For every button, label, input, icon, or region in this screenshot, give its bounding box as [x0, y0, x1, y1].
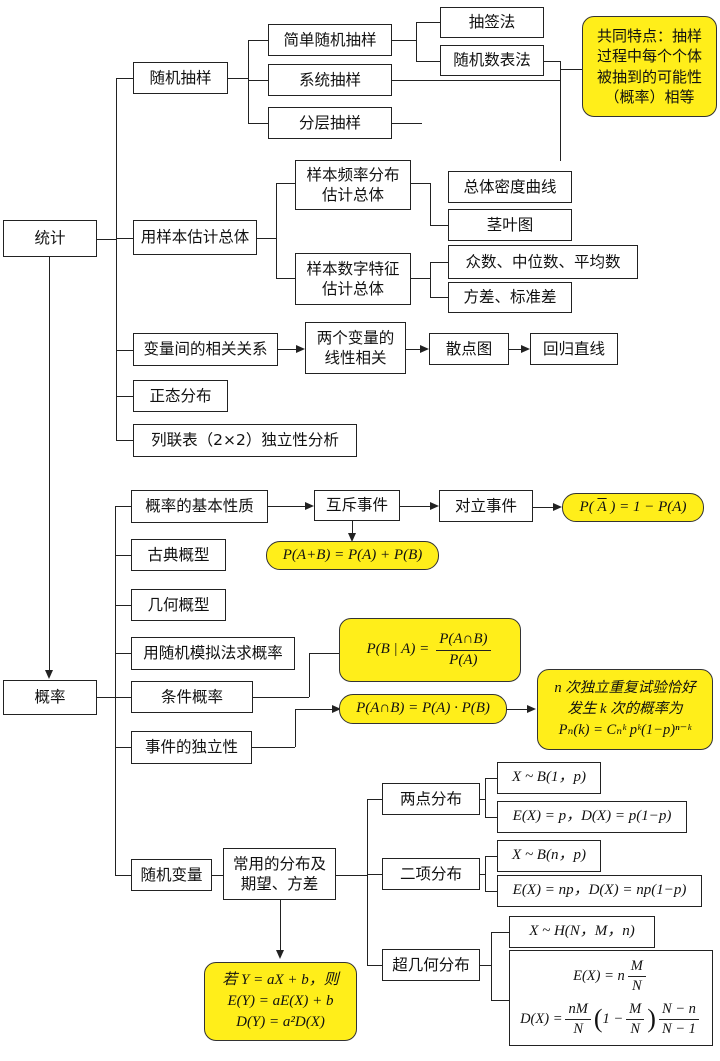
- formula-binomial-expectation: E(X) = np，D(X) = np(1−p): [497, 875, 702, 907]
- node-common-distributions-line-2: 期望、方差: [240, 875, 319, 893]
- node-numeric-features-line-1: 样本数字特征: [306, 259, 400, 278]
- formula-hypergeometric-d-mid: 1 −: [602, 1010, 624, 1027]
- formula-hypergeometric-expectation: E(X) = n M N: [573, 957, 649, 996]
- formula-hypergeometric-d-frac2: M N: [626, 1000, 645, 1039]
- node-stratified-sampling: 分层抽样: [268, 107, 392, 139]
- formula-two-point-definition: X ~ B(1，p): [497, 762, 601, 794]
- note-bernoulli-line-1: n 次独立重复试验恰好: [554, 679, 696, 696]
- node-contingency-table: 列联表（2×2）独立性分析: [133, 424, 357, 457]
- node-complementary-event: 对立事件: [439, 490, 533, 522]
- formula-hypergeometric-d-frac1-num: nM: [565, 1000, 591, 1020]
- formula-hypergeometric-definition: X ~ H(N，M，n): [509, 916, 655, 948]
- node-numeric-features-line-2: 估计总体: [321, 280, 384, 298]
- formula-binomial-definition: X ~ B(n，p): [497, 840, 601, 872]
- node-variance-std: 方差、标准差: [448, 282, 572, 313]
- node-conditional-probability: 条件概率: [131, 681, 253, 713]
- note-linear-transform-line-2: E(Y) = aE(X) + b: [227, 993, 334, 1009]
- node-basic-properties: 概率的基本性质: [131, 490, 268, 523]
- formula-hypergeometric-d-frac2-den: N: [630, 1020, 641, 1037]
- formula-hypergeometric-d-frac1-den: N: [573, 1020, 583, 1037]
- node-linear-correlation-line-1: 两个变量的: [316, 328, 395, 347]
- note-linear-transform: 若 Y = aX + b，则 E(Y) = aE(X) + b D(Y) = a…: [204, 962, 357, 1041]
- node-variable-correlation: 变量间的相关关系: [133, 333, 278, 366]
- formula-conditional: P(B | A) = P(A∩B) P(A): [339, 618, 521, 682]
- formula-conditional-lhs: P(B | A) =: [366, 641, 430, 658]
- formula-complement: P( A ) = 1 − P(A): [562, 493, 704, 522]
- node-classical-probability: 古典概型: [131, 539, 226, 571]
- formula-hypergeometric-d-frac3-num: N − n: [658, 1000, 699, 1020]
- node-regression-line: 回归直线: [530, 333, 618, 365]
- formula-complement-overbar: A: [597, 498, 607, 515]
- node-simulation-method: 用随机模拟法求概率: [131, 637, 295, 670]
- note-common-feature-line-3: 被抽到的可能性: [596, 67, 702, 86]
- node-frequency-distribution-line-1: 样本频率分布: [306, 165, 400, 184]
- note-bernoulli-line-3: Pₙ(k) = Cₙᵏ pᵏ(1−p)ⁿ⁻ᵏ: [558, 722, 692, 738]
- node-stem-leaf-plot: 茎叶图: [448, 209, 572, 241]
- formula-hypergeometric-d-frac1: nM N: [565, 1000, 591, 1039]
- node-random-sampling: 随机抽样: [133, 62, 228, 94]
- node-geometric-probability: 几何概型: [131, 589, 226, 621]
- node-density-curve: 总体密度曲线: [448, 171, 572, 203]
- formula-right-paren: ): [647, 1004, 656, 1034]
- note-common-feature-line-4: （概率）相等: [604, 87, 695, 106]
- formula-hypergeometric-e-num: M: [627, 957, 646, 978]
- formula-conditional-denominator: P(A): [449, 651, 478, 668]
- node-mode-median-mean: 众数、中位数、平均数: [448, 245, 638, 279]
- node-systematic-sampling: 系统抽样: [268, 64, 392, 96]
- formula-hypergeometric-variance: D(X) = nM N ( 1 − M N ) N − n N − 1: [520, 1000, 702, 1039]
- formula-conditional-numerator: P(A∩B): [436, 630, 491, 651]
- formula-hypergeometric-d-frac2-num: M: [626, 1000, 645, 1020]
- node-numeric-features: 样本数字特征 估计总体: [295, 253, 411, 305]
- formula-hypergeometric-e-den: N: [631, 978, 642, 995]
- node-scatter-plot: 散点图: [429, 333, 509, 365]
- node-common-distributions-line-1: 常用的分布及: [232, 854, 326, 873]
- node-normal-distribution: 正态分布: [133, 380, 228, 412]
- node-lottery-method: 抽签法: [440, 7, 544, 38]
- node-mutually-exclusive: 互斥事件: [314, 490, 400, 521]
- node-frequency-distribution: 样本频率分布 估计总体: [295, 160, 411, 210]
- formula-conditional-fraction: P(A∩B) P(A): [436, 630, 491, 670]
- node-random-variable: 随机变量: [131, 859, 212, 891]
- formula-hypergeometric-d-frac3: N − n N − 1: [658, 1000, 699, 1039]
- formula-independence: P(A∩B) = P(A) · P(B): [339, 694, 507, 724]
- note-linear-transform-line-1: 若 Y = aX + b，则: [222, 972, 339, 988]
- formula-hypergeometric-moments: E(X) = n M N D(X) = nM N ( 1 − M N ) N −…: [509, 950, 713, 1046]
- node-hypergeometric-distribution: 超几何分布: [382, 949, 480, 981]
- formula-left-paren: (: [593, 1004, 603, 1034]
- node-linear-correlation-line-2: 线性相关: [324, 349, 387, 367]
- note-common-feature-line-2: 过程中每个个体: [596, 47, 702, 66]
- node-event-independence: 事件的独立性: [131, 731, 252, 764]
- note-bernoulli-trials: n 次独立重复试验恰好 发生 k 次的概率为 Pₙ(k) = Cₙᵏ pᵏ(1−…: [537, 669, 713, 750]
- note-bernoulli-line-2: 发生 k 次的概率为: [567, 700, 683, 717]
- note-common-feature-line-1: 共同特点：抽样: [596, 27, 702, 45]
- node-linear-correlation: 两个变量的 线性相关: [305, 322, 406, 374]
- node-sample-estimate-population: 用样本估计总体: [133, 220, 257, 255]
- formula-hypergeometric-d-frac3-den: N − 1: [661, 1020, 696, 1037]
- node-random-number-table: 随机数表法: [440, 45, 544, 76]
- node-common-distributions: 常用的分布及 期望、方差: [223, 848, 336, 900]
- node-two-point-distribution: 两点分布: [382, 783, 480, 815]
- root-probability: 概率: [3, 680, 97, 715]
- formula-hypergeometric-e-lhs: E(X) = n: [573, 968, 625, 985]
- note-linear-transform-line-3: D(Y) = a²D(X): [236, 1014, 325, 1030]
- root-statistics: 统计: [3, 220, 97, 257]
- note-common-feature: 共同特点：抽样 过程中每个个体 被抽到的可能性 （概率）相等: [582, 16, 717, 117]
- node-frequency-distribution-line-2: 估计总体: [321, 186, 384, 204]
- node-simple-random-sampling: 简单随机抽样: [268, 24, 392, 56]
- formula-hypergeometric-d-lhs: D(X) =: [520, 1010, 563, 1027]
- formula-addition: P(A+B) = P(A) + P(B): [266, 541, 439, 570]
- node-binomial-distribution: 二项分布: [382, 858, 480, 890]
- formula-two-point-expectation: E(X) = p，D(X) = p(1−p): [497, 801, 687, 833]
- formula-hypergeometric-e-fraction: M N: [627, 957, 646, 996]
